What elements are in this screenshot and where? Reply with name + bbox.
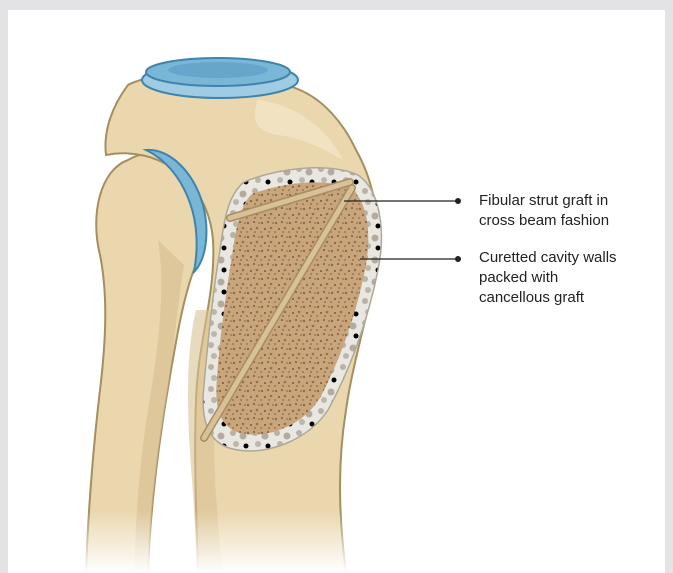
strut-leader-dot — [455, 198, 461, 204]
cavity-leader-dot — [455, 256, 461, 262]
figure-frame: Fibular strut graft in cross beam fashio… — [8, 10, 665, 573]
cavity-graft-label: Curetted cavity walls packed with cancel… — [479, 248, 617, 308]
cavity-graft-label-line-3: cancellous graft — [479, 288, 617, 308]
strut-graft-label: Fibular strut graft in cross beam fashio… — [479, 191, 609, 231]
strut-graft-label-line-2: cross beam fashion — [479, 211, 609, 231]
cavity-graft-label-line-2: packed with — [479, 268, 617, 288]
strut-graft-label-line-1: Fibular strut graft in — [479, 191, 609, 211]
cavity-graft-label-line-1: Curetted cavity walls — [479, 248, 617, 268]
